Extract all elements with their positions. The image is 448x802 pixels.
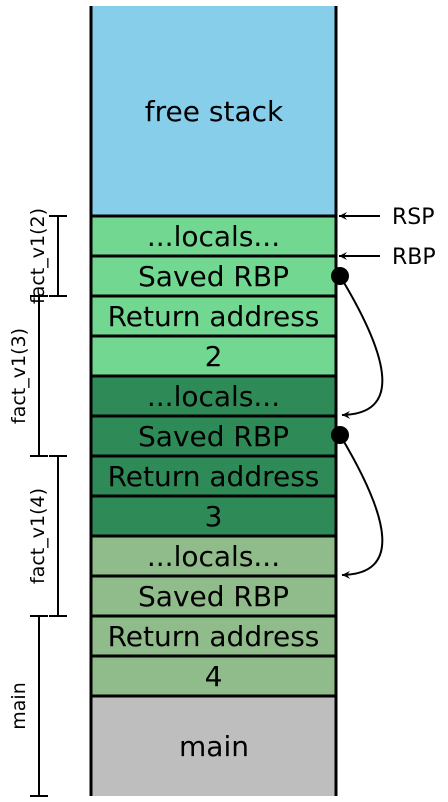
saved-rbp-link-arrow-1: [339, 275, 384, 419]
main-region-label: main: [179, 730, 249, 763]
stack-cell: [91, 496, 336, 536]
stack-cell-label: Return address: [108, 620, 320, 653]
bracket-fact-v1-4: [49, 455, 67, 617]
stack-cell: [91, 216, 336, 256]
rsp-label: RSP: [392, 205, 435, 230]
stack-cell-label: 4: [205, 660, 223, 693]
free-stack-region: [91, 6, 336, 216]
stack-cell-label: ...locals...: [147, 220, 280, 253]
bracket-main: [30, 615, 48, 797]
frame-label-fact-v1-2: fact_v1(2): [27, 208, 49, 304]
stack-cell: [91, 616, 336, 656]
stack-cell: [91, 656, 336, 696]
saved-rbp-link-arrow-2: [339, 434, 384, 579]
stack-cell: [91, 256, 336, 296]
stack-cell-label: 2: [205, 340, 223, 373]
frame-label-fact-v1-3: fact_v1(3): [8, 328, 30, 424]
saved-rbp-dot-1: [331, 267, 349, 285]
stack-cell: [91, 536, 336, 576]
rbp-label: RBP: [392, 245, 436, 270]
stack-cells: ...locals... Saved RBP Return address 2 ...l…: [91, 216, 336, 696]
stack-cell-label: Saved RBP: [138, 580, 289, 613]
stack-cell-label: Saved RBP: [138, 420, 289, 453]
stack-cell: [91, 576, 336, 616]
stack-cell: [91, 416, 336, 456]
frame-label-main: main: [8, 682, 30, 729]
saved-rbp-dot-2: [331, 426, 349, 444]
stack-cell: [91, 456, 336, 496]
bracket-fact-v1-3: [30, 295, 48, 457]
stack-cell: [91, 296, 336, 336]
stack-cell-label: Return address: [108, 300, 320, 333]
bracket-fact-v1-2: [49, 215, 67, 297]
stack-cell-label: 3: [205, 500, 223, 533]
stack-cell-label: Saved RBP: [138, 260, 289, 293]
main-region: [91, 696, 336, 796]
frame-label-fact-v1-4: fact_v1(4): [27, 488, 49, 584]
free-stack-label: free stack: [145, 95, 284, 128]
stack-cell-label: Return address: [108, 460, 320, 493]
stack-cell-label: ...locals...: [147, 540, 280, 573]
cell-borders: [91, 214, 336, 698]
stack-cell: [91, 336, 336, 376]
stack-cell-label: ...locals...: [147, 380, 280, 413]
stack-cell: [91, 376, 336, 416]
